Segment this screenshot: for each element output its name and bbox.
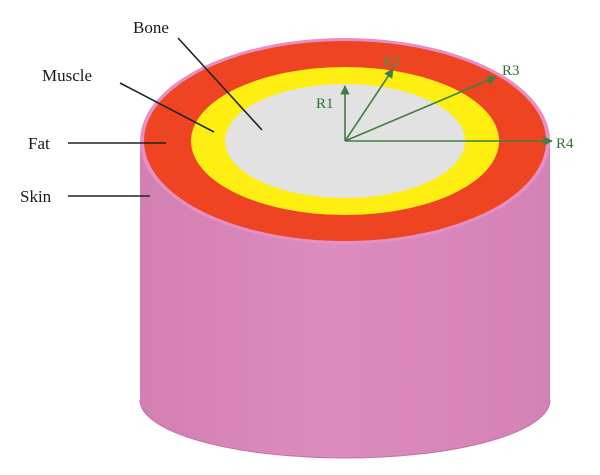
skin-wall-edge [139,399,551,459]
r1-label: R1 [316,96,334,112]
skin-label: Skin [20,187,52,206]
r3-arrow [344,75,497,142]
muscle-leader-line [119,82,215,133]
radius-arrows [340,68,553,146]
r4-label: R4 [556,136,574,152]
muscle-label: Muscle [42,66,92,85]
r2-arrow [344,68,394,142]
r2-label: R2 [383,54,401,70]
fat-label: Fat [28,134,50,153]
r3-label: R3 [502,63,520,79]
bone-leader-line [177,37,263,131]
bone-label: Bone [133,18,169,37]
